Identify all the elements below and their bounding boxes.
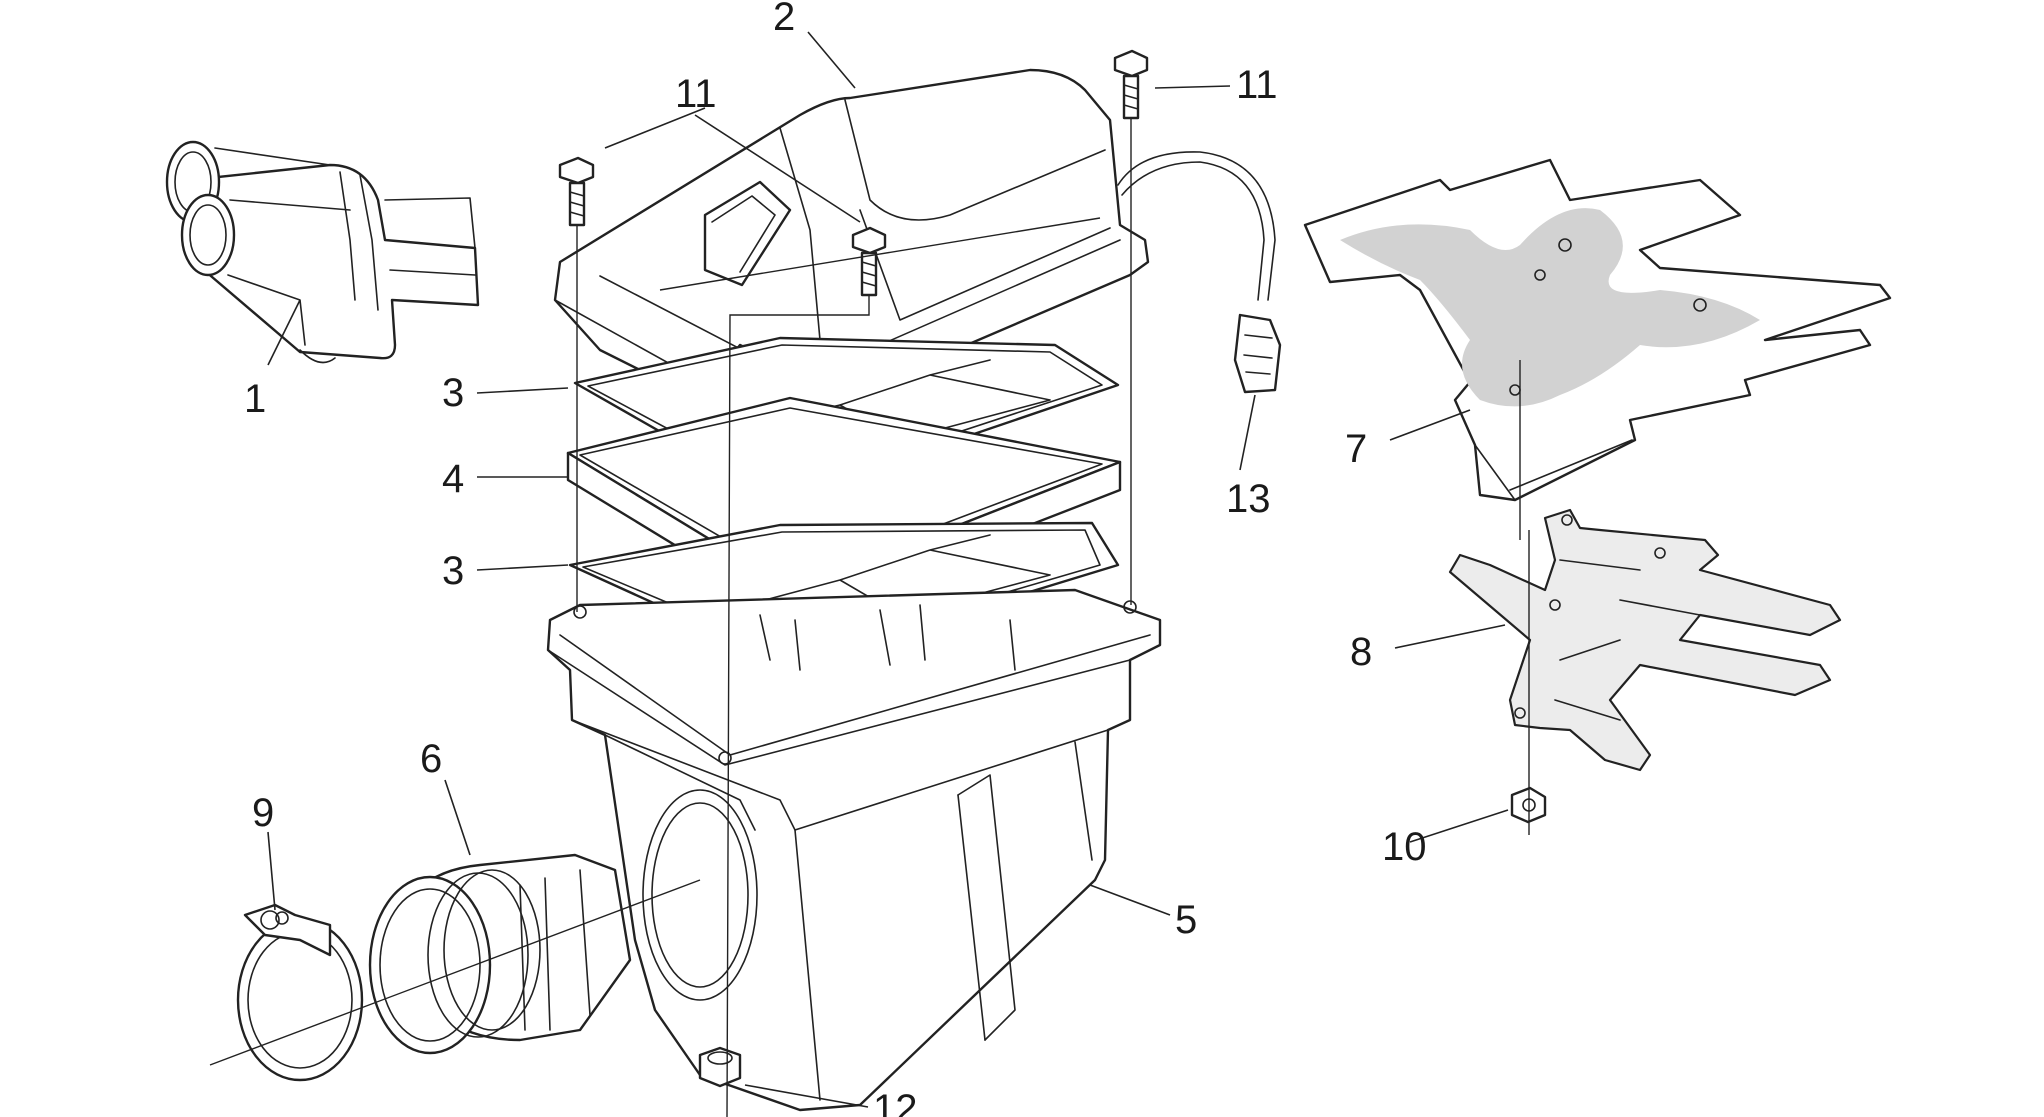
part-intake-snorkel <box>165 140 480 364</box>
callout-13: 13 <box>1226 477 1271 521</box>
part-filter-housing <box>546 588 1162 1112</box>
callout-5: 5 <box>1175 898 1197 942</box>
part-sensor-wire <box>1117 151 1282 394</box>
callout-11-right: 11 <box>1236 63 1278 107</box>
part-bolt-11-left <box>558 156 595 227</box>
part-mounting-bracket <box>1448 508 1842 772</box>
callout-8: 8 <box>1350 630 1372 674</box>
part-bolt-11-right <box>1113 49 1149 120</box>
callout-2: 2 <box>773 0 795 39</box>
callout-6: 6 <box>420 737 442 781</box>
part-heat-shield <box>1303 158 1892 502</box>
callout-11-left: 11 <box>675 72 717 116</box>
callout-labels: 1 2 3 3 4 5 6 7 8 9 10 11 11 12 13 <box>244 0 1427 1117</box>
callout-10: 10 <box>1382 825 1427 869</box>
callout-9: 9 <box>252 791 274 835</box>
callout-3-upper: 3 <box>442 371 464 415</box>
part-drain-nut-12 <box>698 1046 742 1088</box>
callout-7: 7 <box>1345 427 1367 471</box>
callout-3-lower: 3 <box>442 549 464 593</box>
part-hose-clamp <box>236 903 364 1082</box>
assembly-axes <box>209 118 1530 1117</box>
callout-12: 12 <box>873 1087 918 1117</box>
callout-4: 4 <box>442 457 464 501</box>
callout-1: 1 <box>244 377 266 421</box>
part-intake-boot <box>368 853 632 1055</box>
leader-lines <box>267 31 1509 1108</box>
